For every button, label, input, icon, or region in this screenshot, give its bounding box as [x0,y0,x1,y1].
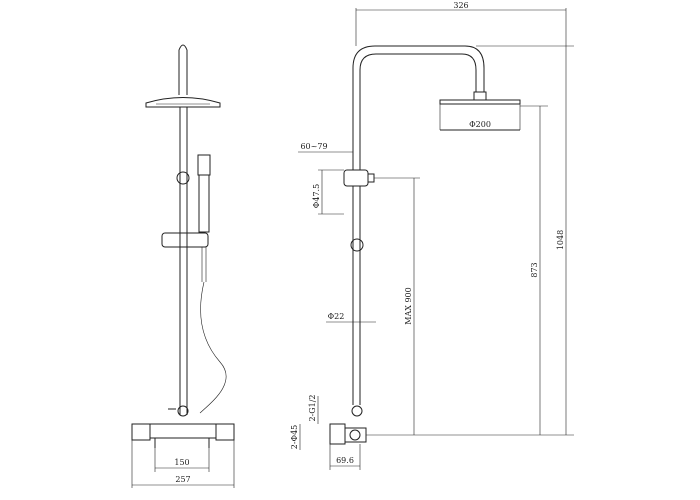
dim-257-label: 257 [175,475,190,484]
dim-873-label: 873 [530,262,539,277]
dim-60-79-label: 60~79 [300,142,327,151]
front-arm-top [178,44,188,95]
dim-69-label: 69.6 [336,456,354,465]
dim-22-label: Φ22 [328,312,345,321]
hand-shower-head [197,154,211,176]
side-shower-head [439,99,521,105]
dim-1048-label: 1048 [556,230,565,250]
dim-g12-label: 2-G1/2 [308,394,317,421]
side-inlet-body [344,427,367,443]
front-view: 150 257 [131,44,235,488]
right-handle [215,423,235,441]
side-lower-fitting [351,405,363,417]
side-holder [343,169,369,187]
hand-shower-handle [198,175,210,233]
side-handle-circle [349,429,361,441]
diverter [177,405,189,417]
dim-head-diameter-label: Φ200 [469,120,491,129]
side-inlet-plate [329,423,346,445]
mixer-body [149,423,217,439]
dim-900-label: MAX 900 [404,287,413,324]
head-connector [473,91,487,101]
hose [199,281,227,414]
side-view: 326 1048 873 MAX 900 Φ200 60~79 Φ47.5 Φ2… [290,1,574,470]
dim-326-label: 326 [453,1,468,10]
left-handle [131,423,151,441]
dim-45-label: 2-Φ45 [290,425,299,450]
front-knob [176,171,190,185]
front-shower-head [145,97,221,108]
dim-150-label: 150 [174,458,189,467]
dim-47-label: Φ47.5 [312,184,321,208]
side-arm-inner [359,53,477,150]
side-knob [350,238,364,252]
side-arm-outer [352,45,485,150]
side-holder-clip [367,173,375,183]
hose-top [201,247,207,282]
slide-bracket [161,232,209,248]
